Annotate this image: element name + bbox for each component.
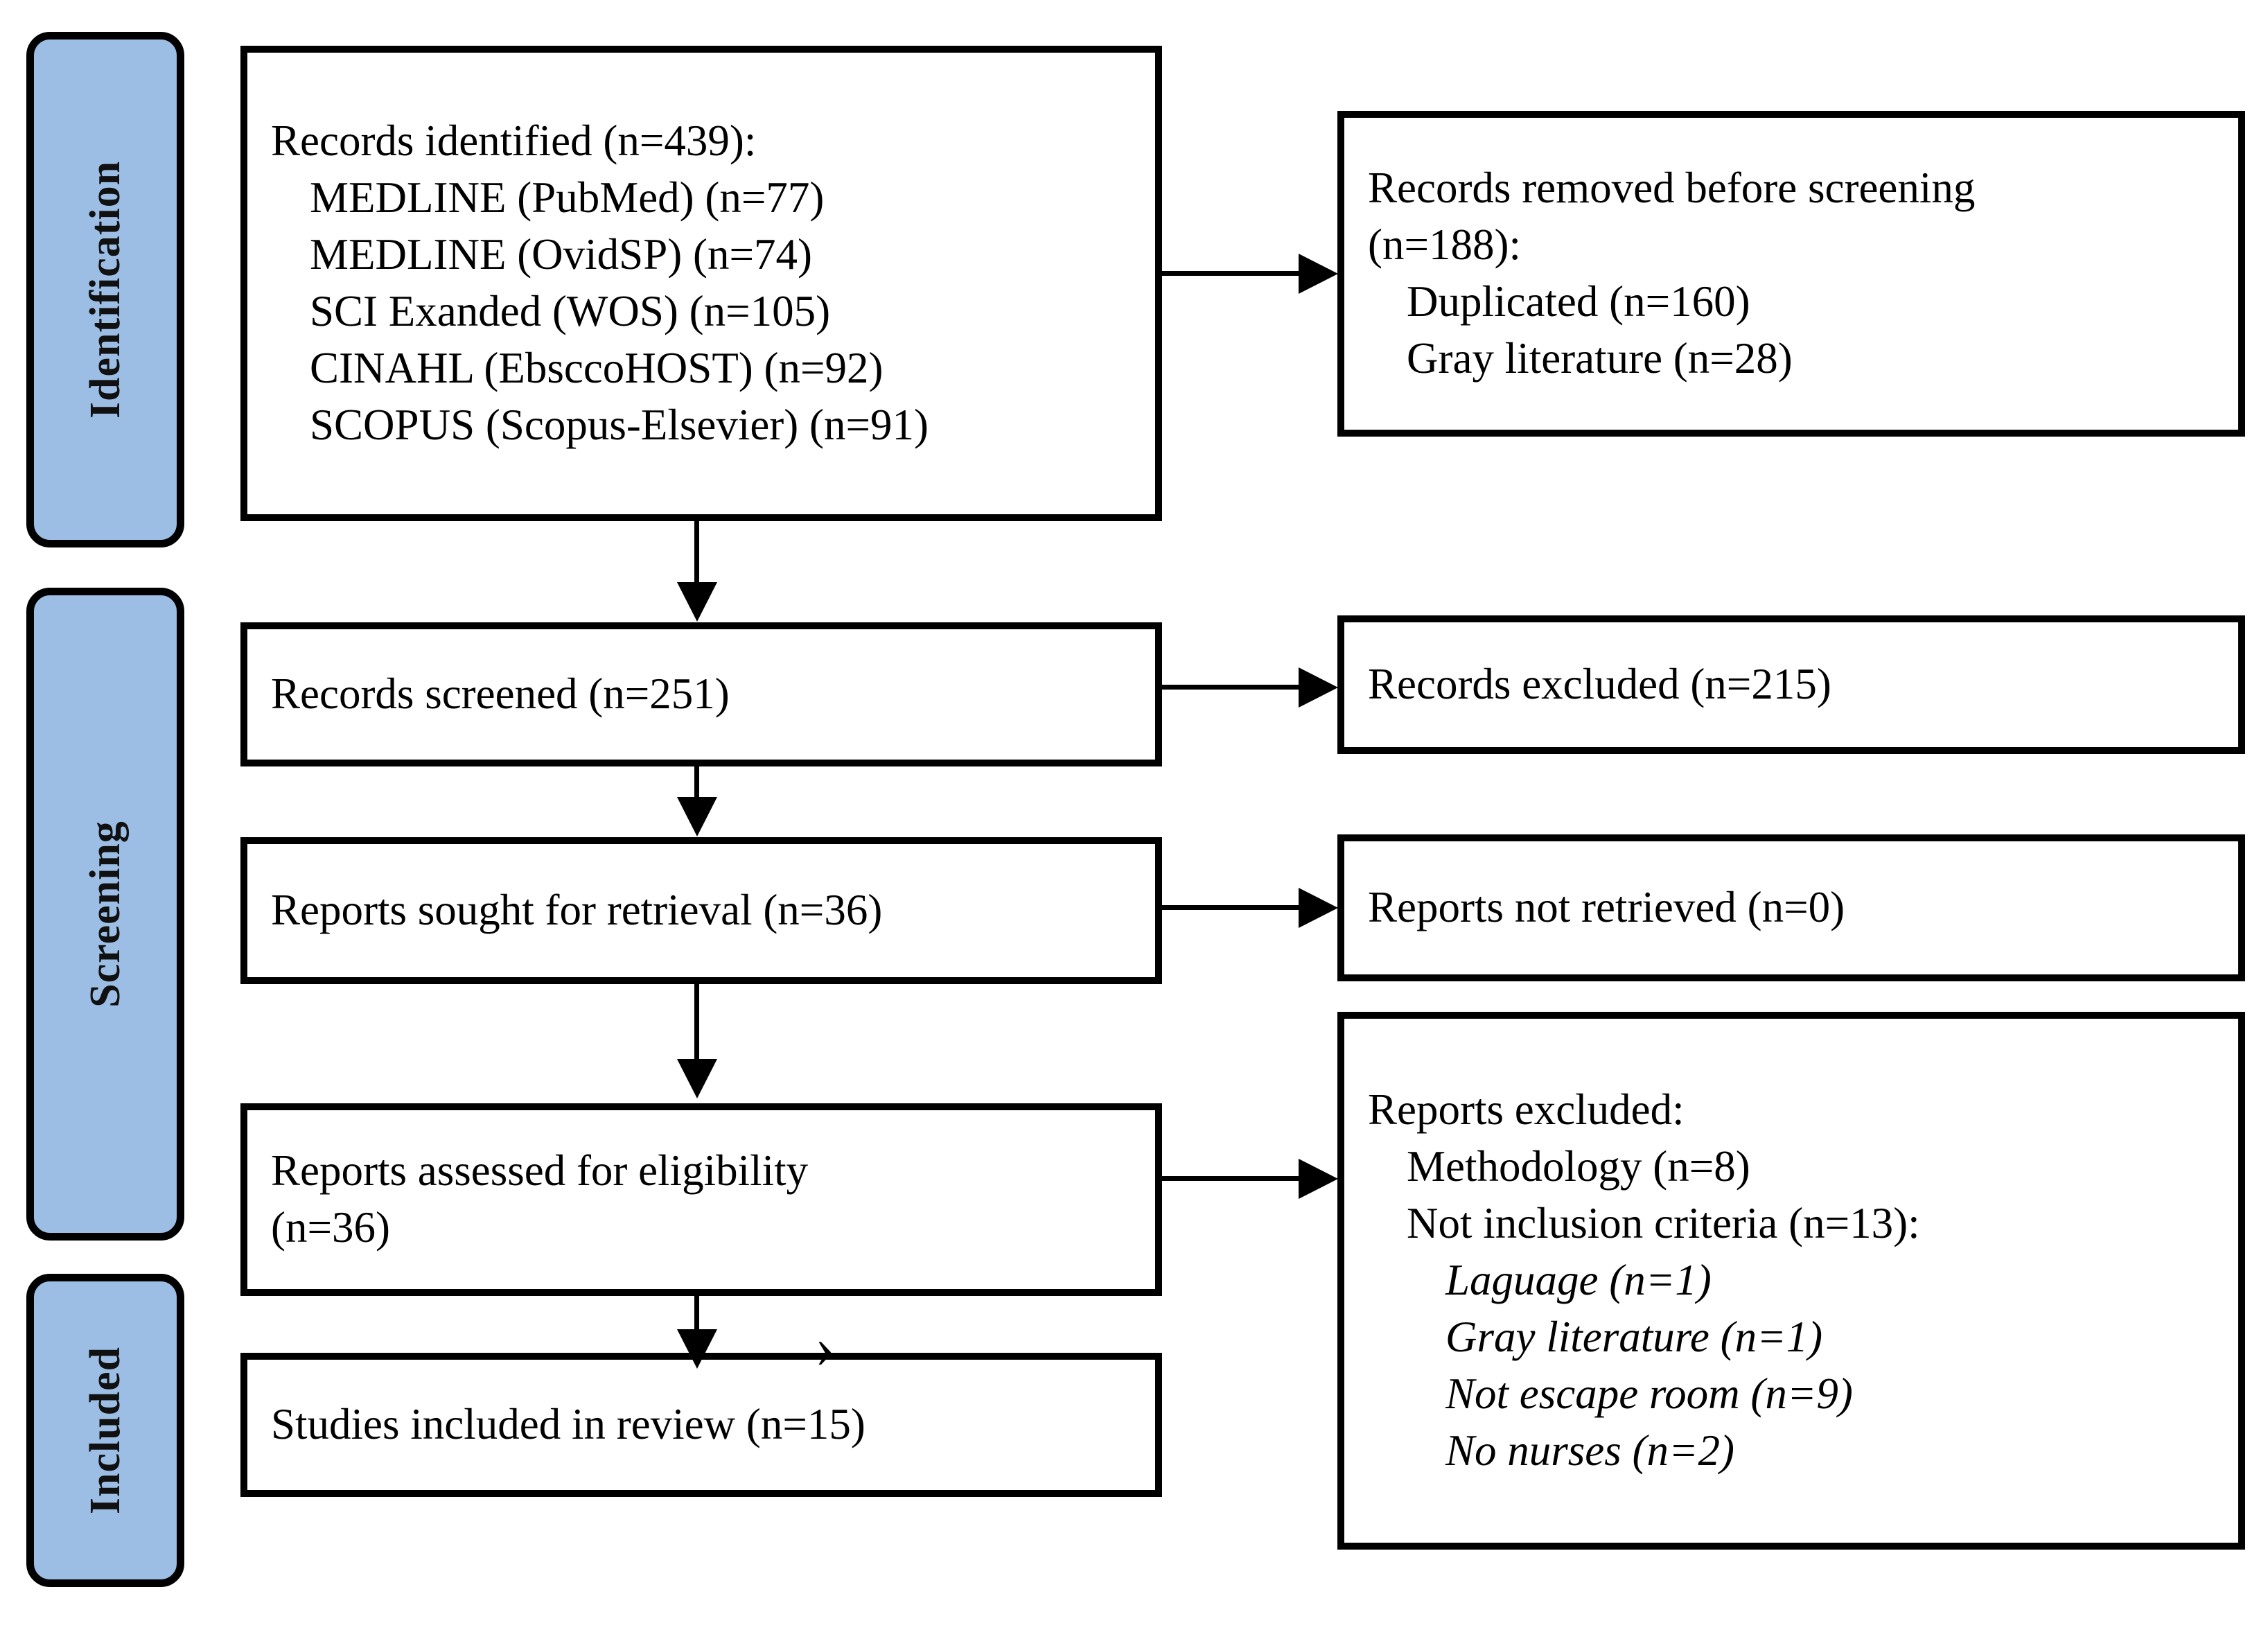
- connector-sought-to-assessed: [694, 984, 699, 1062]
- stage-identification: Identification: [26, 32, 184, 547]
- connector-identified-to-removed: [1162, 271, 1302, 276]
- line-reports-assessed-count: (n=36): [271, 1203, 390, 1252]
- stage-screening: Screening: [26, 588, 184, 1241]
- box-records-identified-content: Records identified (n=439): MEDLINE (Pub…: [247, 113, 1155, 453]
- box-records-screened: Records screened (n=251): [240, 622, 1162, 766]
- line-excluded-not-escape-room: Not escape room (n=9): [1445, 1369, 1853, 1418]
- box-reports-excluded: Reports excluded: Methodology (n=8) Not …: [1337, 1012, 2245, 1550]
- line-reports-sought: Reports sought for retrieval (n=36): [271, 886, 883, 935]
- stage-included: Included: [26, 1274, 184, 1587]
- line-excluded-methodology: Methodology (n=8): [1407, 1142, 1750, 1191]
- connector-sought-to-not-retrieved: [1162, 905, 1302, 910]
- box-studies-included-content: Studies included in review (n=15): [247, 1396, 1155, 1453]
- line-gray-literature-removed: Gray literature (n=28): [1407, 333, 1793, 383]
- line-duplicated: Duplicated (n=160): [1407, 277, 1750, 326]
- arrowhead-sought-to-assessed: [677, 1059, 717, 1098]
- arrowhead-assessed-to-excluded: [1299, 1159, 1338, 1199]
- box-records-excluded: Records excluded (n=215): [1337, 615, 2245, 754]
- arrowhead-screened-to-sought: [677, 797, 717, 836]
- box-reports-not-retrieved-content: Reports not retrieved (n=0): [1344, 879, 2238, 936]
- connector-screened-to-sought: [694, 766, 699, 800]
- line-records-removed-count: (n=188):: [1368, 220, 1521, 270]
- arrowhead-sought-to-not-retrieved: [1299, 888, 1338, 928]
- arrowhead-identified-to-screened: [677, 582, 717, 622]
- line-medline-ovidsp: MEDLINE (OvidSP) (n=74): [310, 230, 812, 279]
- line-records-excluded: Records excluded (n=215): [1368, 660, 1831, 709]
- box-reports-assessed-for-eligibility: Reports assessed for eligibility (n=36): [240, 1103, 1162, 1296]
- line-excluded-not-inclusion: Not inclusion criteria (n=13):: [1407, 1199, 1920, 1248]
- line-excluded-language: Laguage (n=1): [1445, 1256, 1712, 1305]
- line-medline-pubmed: MEDLINE (PubMed) (n=77): [310, 173, 825, 222]
- line-reports-not-retrieved: Reports not retrieved (n=0): [1368, 883, 1845, 932]
- line-records-identified-total: Records identified (n=439):: [271, 116, 757, 166]
- connector-identified-to-screened: [694, 521, 699, 585]
- connector-screened-to-excluded: [1162, 685, 1302, 690]
- line-excluded-no-nurses: No nurses (n=2): [1445, 1426, 1735, 1475]
- arrowhead-identified-to-removed: [1299, 254, 1338, 294]
- box-records-identified: Records identified (n=439): MEDLINE (Pub…: [240, 46, 1162, 521]
- connector-assessed-to-excluded: [1162, 1176, 1302, 1181]
- box-reports-not-retrieved: Reports not retrieved (n=0): [1337, 834, 2245, 981]
- arrowhead-assessed-to-included: [677, 1329, 717, 1369]
- line-excluded-gray-literature: Gray literature (n=1): [1445, 1312, 1823, 1361]
- arrowhead-screened-to-excluded: [1299, 667, 1338, 708]
- box-records-removed-before-screening: Records removed before screening (n=188)…: [1337, 111, 2245, 437]
- line-records-removed-title: Records removed before screening: [1368, 164, 1976, 213]
- box-records-removed-content: Records removed before screening (n=188)…: [1344, 160, 2238, 387]
- stage-identification-label: Identification: [82, 160, 130, 419]
- line-sci-expanded-wos: SCI Exanded (WOS) (n=105): [310, 287, 831, 335]
- stage-screening-label: Screening: [82, 821, 129, 1008]
- line-reports-assessed-title: Reports assessed for eligibility: [271, 1146, 809, 1195]
- box-reports-sought-for-retrieval: Reports sought for retrieval (n=36): [240, 837, 1162, 984]
- box-records-screened-content: Records screened (n=251): [247, 666, 1155, 723]
- stage-included-label: Included: [82, 1346, 130, 1515]
- line-scopus-elsevier: SCOPUS (Scopus-Elsevier) (n=91): [310, 400, 929, 449]
- box-studies-included-in-review: Studies included in review (n=15): [240, 1353, 1162, 1497]
- line-cinahl-ebscohost: CINAHL (EbsccoHOST) (n=92): [310, 343, 884, 392]
- box-reports-sought-content: Reports sought for retrieval (n=36): [247, 882, 1155, 939]
- line-reports-excluded-title: Reports excluded:: [1368, 1085, 1685, 1134]
- line-studies-included: Studies included in review (n=15): [271, 1400, 865, 1449]
- box-reports-excluded-content: Reports excluded: Methodology (n=8) Not …: [1344, 1082, 2238, 1479]
- connector-assessed-to-included: [694, 1296, 699, 1332]
- box-records-excluded-content: Records excluded (n=215): [1344, 656, 2238, 713]
- line-records-screened: Records screened (n=251): [271, 669, 730, 719]
- stray-caret-artifact-icon: ›: [815, 1313, 835, 1380]
- box-reports-assessed-content: Reports assessed for eligibility (n=36): [247, 1143, 1155, 1256]
